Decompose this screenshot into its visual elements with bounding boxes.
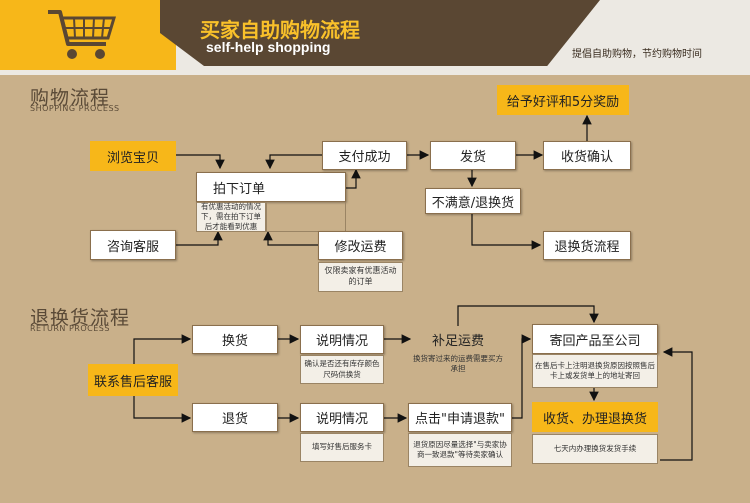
receive-handle-step: 收货、办理退换货 bbox=[532, 402, 658, 432]
explain-situation-exchange-note: 确认是否还有库存颜色尺码供换货 bbox=[300, 355, 384, 384]
shopping-section-subtitle: SHOPPING PROCESS bbox=[30, 104, 120, 113]
review-reward-step: 给予好评和5分奖励 bbox=[497, 85, 629, 115]
order-note: 有优惠活动的情况下，需在拍下订单后才能看到优惠 bbox=[196, 202, 266, 232]
apply-refund-note: 退货原因尽量选择"与卖家协商一致退款"等待卖家确认 bbox=[408, 433, 512, 467]
explain-situation-refund-note: 填写好售后服务卡 bbox=[300, 433, 384, 462]
refund-step: 退货 bbox=[192, 403, 278, 432]
title-band bbox=[160, 0, 600, 66]
modify-freight-step: 修改运费 bbox=[318, 231, 403, 260]
unsatisfied-step: 不满意/退换货 bbox=[425, 188, 521, 214]
shopping-cart-icon bbox=[48, 10, 117, 59]
receive-handle-note: 七天内办理换货发货手续 bbox=[532, 434, 658, 464]
explain-situation-refund-step: 说明情况 bbox=[300, 403, 384, 432]
apply-refund-step: 点击"申请退款" bbox=[408, 403, 512, 432]
order-note-frame bbox=[266, 202, 346, 232]
explain-situation-exchange-step: 说明情况 bbox=[300, 325, 384, 354]
supplement-freight-note: 换货寄过来的运费需要买方承担 bbox=[413, 354, 503, 374]
logo-block bbox=[0, 0, 176, 70]
page-title: 买家自助购物流程 bbox=[200, 18, 360, 42]
modify-freight-note: 仅限卖家有优惠活动的订单 bbox=[318, 262, 403, 292]
slogan-text: 提倡自助购物，节约购物时间 bbox=[572, 49, 702, 60]
ship-step: 发货 bbox=[430, 141, 516, 170]
shopping-section-title: 购物流程 bbox=[30, 87, 111, 109]
pay-step: 支付成功 bbox=[322, 141, 407, 170]
receive-confirm-step: 收货确认 bbox=[543, 141, 631, 170]
send-back-step: 寄回产品至公司 bbox=[532, 324, 658, 354]
consult-step: 咨询客服 bbox=[90, 230, 176, 260]
send-back-note: 在售后卡上注明退换货原因按照售后卡上或发货单上的地址寄回 bbox=[532, 354, 658, 388]
return-section-subtitle: RETURN PROCESS bbox=[30, 324, 110, 333]
browse-step: 浏览宝贝 bbox=[90, 141, 176, 171]
return-flow-step: 退换货流程 bbox=[543, 231, 631, 260]
return-section-title: 退换货流程 bbox=[30, 307, 131, 329]
page-subtitle: self-help shopping bbox=[206, 39, 331, 55]
order-step: 拍下订单 bbox=[196, 172, 346, 202]
exchange-step: 换货 bbox=[192, 325, 278, 354]
contact-aftersales-step: 联系售后客服 bbox=[88, 364, 178, 396]
supplement-freight-step: 补足运费 bbox=[431, 333, 484, 349]
